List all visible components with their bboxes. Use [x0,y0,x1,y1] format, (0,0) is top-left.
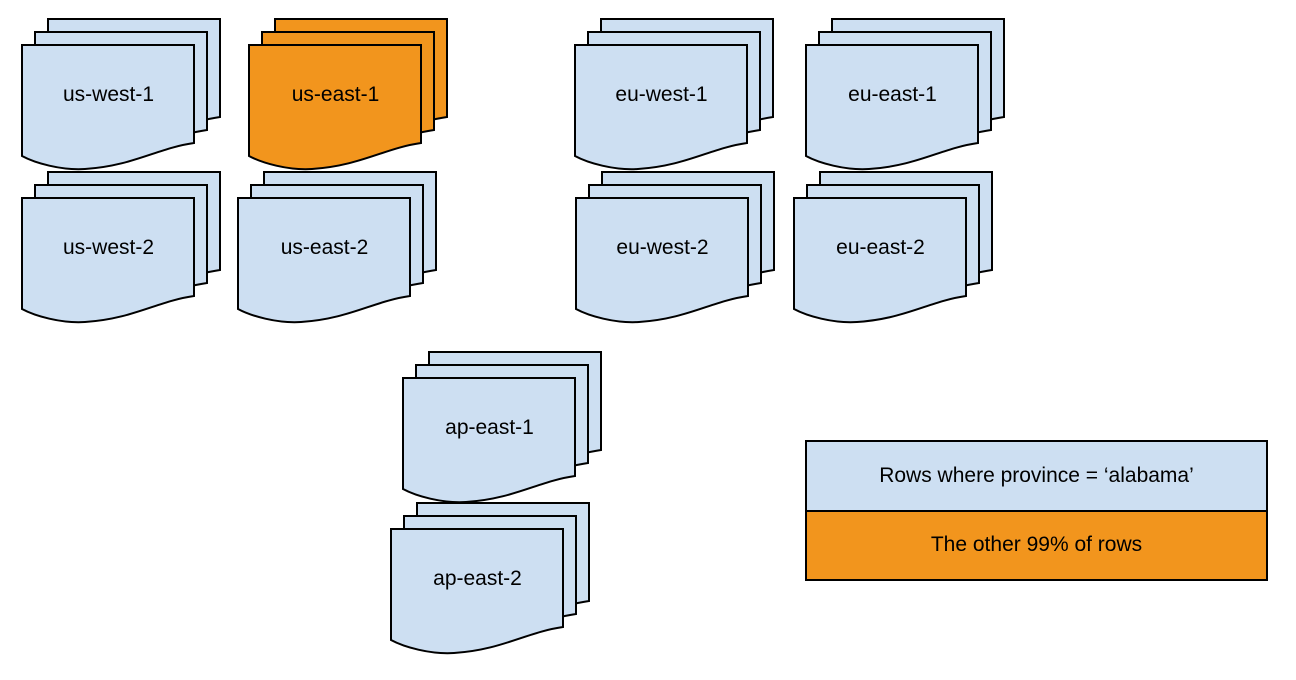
doc-stack-us-west-1: us-west-1 [21,18,223,172]
document-page-front [805,44,979,171]
stack-label: us-east-1 [291,82,380,106]
document-page-front [390,528,564,655]
document-page-front [21,44,195,171]
doc-stack-eu-west-1: eu-west-1 [574,18,776,172]
document-page-front [21,197,195,324]
legend: Rows where province = ‘alabama’ The othe… [805,440,1268,581]
document-page-front [237,197,411,324]
document-stack-icon [248,18,448,171]
document-stack-icon [402,351,602,504]
stack-label: us-west-2 [62,235,155,259]
legend-item-partition-rows: Rows where province = ‘alabama’ [807,442,1266,510]
document-stack-icon [574,18,774,171]
doc-stack-eu-west-2: eu-west-2 [575,171,777,325]
legend-item-label: The other 99% of rows [930,533,1143,557]
stack-label: ap-east-1 [445,415,534,439]
document-page-front [248,44,422,171]
doc-stack-eu-east-1: eu-east-1 [805,18,1007,172]
document-stack-icon [390,502,590,655]
stack-label: eu-east-1 [848,82,937,106]
doc-stack-us-east-1: us-east-1 [248,18,450,172]
document-stack-icon [805,18,1005,171]
document-stack-icon [21,171,221,324]
stack-label: us-east-2 [280,235,369,259]
doc-stack-ap-east-1: ap-east-1 [402,351,604,505]
stack-label: ap-east-2 [433,566,522,590]
stack-label: eu-west-1 [615,82,708,106]
document-page-front [574,44,748,171]
doc-stack-ap-east-2: ap-east-2 [390,502,592,656]
document-stack-icon [21,18,221,171]
legend-item-label: Rows where province = ‘alabama’ [879,463,1194,487]
document-page-front [793,197,967,324]
document-page-front [402,377,576,504]
stack-label: eu-west-2 [616,235,709,259]
stack-label: eu-east-2 [836,235,925,259]
stack-label: us-west-1 [62,82,155,106]
doc-stack-us-west-2: us-west-2 [21,171,223,325]
doc-stack-eu-east-2: eu-east-2 [793,171,995,325]
document-stack-icon [237,171,437,324]
document-stack-icon [793,171,993,324]
legend-item-other-rows: The other 99% of rows [807,509,1266,579]
doc-stack-us-east-2: us-east-2 [237,171,439,325]
document-stack-icon [575,171,775,324]
document-page-front [575,197,749,324]
